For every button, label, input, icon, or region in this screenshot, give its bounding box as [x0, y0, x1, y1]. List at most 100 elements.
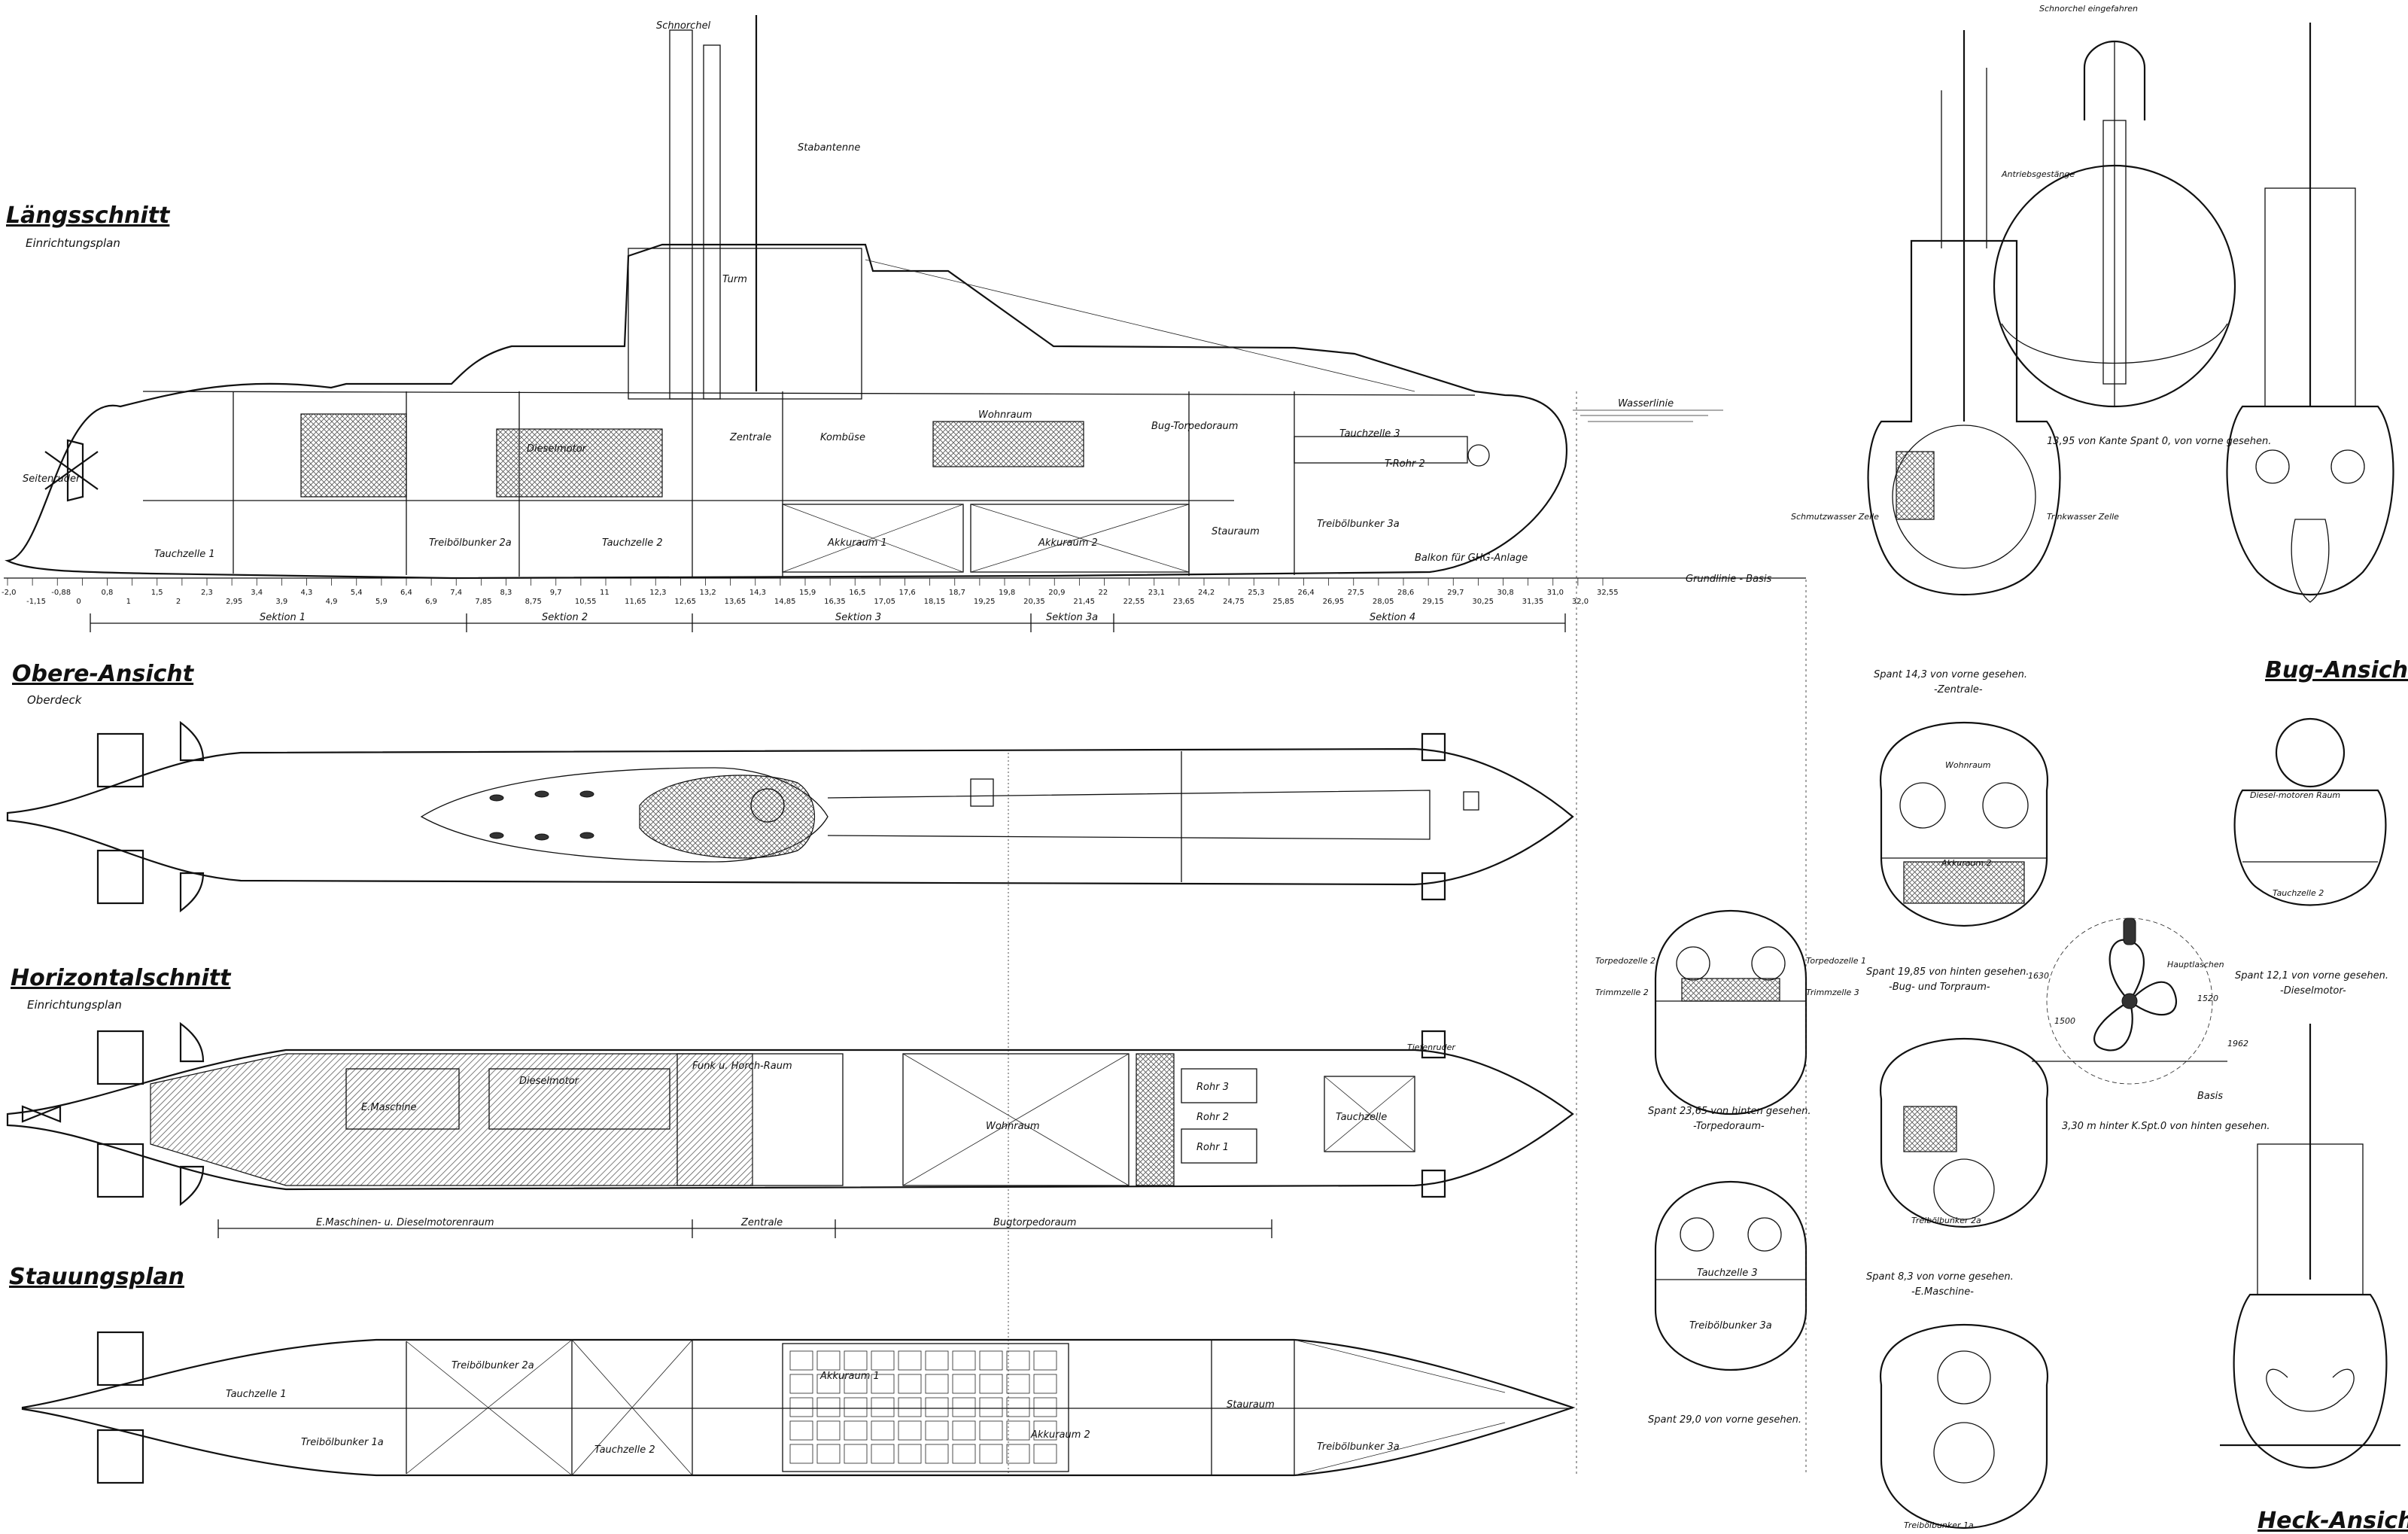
section-2: Sektion 2 — [542, 612, 588, 623]
section-3: Sektion 3 — [835, 612, 881, 623]
section-diesel: Diesel-motoren Raum Tauchzelle 2 Spant 1… — [2233, 717, 2388, 997]
label-dieselmotorenraum: Diesel-motoren Raum — [2250, 790, 2340, 800]
akku-cross-lines — [782, 504, 1190, 573]
label-tauchzelle-3: Tauchzelle 3 — [1339, 428, 1400, 440]
h-label-e-maschine: E.Maschine — [361, 1102, 417, 1113]
label-balkon: Balkon für GHG-Anlage — [1415, 552, 1528, 564]
heck-ansicht-title: Heck-Ansicht — [2258, 1508, 2408, 1534]
frame-tick-label: 14,3 — [749, 589, 766, 597]
frame-tick-label: 32,0 — [1572, 598, 1589, 606]
stauungsplan-title: Stauungsplan — [9, 1264, 184, 1290]
h-label-funk-horch: Funk u. Horch-Raum — [692, 1061, 792, 1072]
periscope-mast — [703, 44, 721, 400]
label-bug-torpedoraum: Bug-Torpedoraum — [1151, 421, 1238, 432]
label-basis: Basis — [2197, 1091, 2223, 1102]
battery-cell — [871, 1397, 895, 1417]
frame-tick-label: -1,15 — [26, 598, 46, 606]
frame-tick-label: 30,8 — [1497, 589, 1514, 597]
e-maschine-block — [300, 413, 407, 498]
frame-tick-label: -2,0 — [2, 589, 17, 597]
stowage-cross-lines — [406, 1339, 1506, 1476]
frame-tick-label: 1 — [126, 598, 131, 606]
h-label-wohnraum: Wohnraum — [986, 1121, 1040, 1132]
battery-cell — [979, 1397, 1003, 1417]
frame-tick-label: 20,35 — [1023, 598, 1045, 606]
battery-cell — [952, 1350, 976, 1371]
caption-spant-23-65: Spant 23,65 von hinten gesehen. — [1648, 1106, 1811, 1117]
label-tauchzelle-2-section: Tauchzelle 2 — [2273, 888, 2324, 898]
h-label-rohr-3: Rohr 3 — [1196, 1082, 1229, 1093]
caption-spant-8-3: Spant 8,3 von vorne gesehen. — [1866, 1271, 2014, 1283]
frame-tick-label: 28,05 — [1373, 598, 1394, 606]
s-label-treiboelbunker-3a: Treibölbunker 3a — [1317, 1441, 1400, 1453]
frame-tick-label: 2 — [176, 598, 181, 606]
frame-tick-label: 3,9 — [275, 598, 287, 606]
label-tauchzelle-1: Tauchzelle 1 — [154, 549, 215, 560]
frame-tick-label: 23,65 — [1173, 598, 1195, 606]
engine-room-hatching — [150, 1053, 753, 1186]
label-torpedozelle-1: Torpedozelle 1 — [1806, 956, 1866, 966]
frame-tick-label: 29,7 — [1447, 589, 1464, 597]
label-stabantenne: Stabantenne — [798, 142, 860, 154]
section-spant-13-95: Schnorchel eingefahren Antriebsgestänge … — [1993, 4, 2271, 447]
battery-cell — [898, 1420, 922, 1441]
h-stern-fins — [179, 1021, 205, 1207]
battery-cell — [844, 1374, 868, 1394]
upper-deck-line — [142, 391, 1476, 396]
battery-cell — [1006, 1444, 1030, 1464]
h-label-tiefenruder: Tiefenruder — [1407, 1042, 1456, 1052]
label-treiboelbunker-3a-section: Treibölbunker 3a — [1689, 1320, 1772, 1332]
h-bow-planes — [1421, 1030, 1446, 1198]
label-dieselmotor: Dieselmotor — [527, 443, 588, 455]
frame-tick-label: 21,45 — [1073, 598, 1095, 606]
top-hull — [6, 747, 1574, 886]
bow-planes — [1421, 732, 1446, 901]
h-label-rohr-2: Rohr 2 — [1196, 1112, 1229, 1123]
battery-cell — [1006, 1397, 1030, 1417]
battery-cell — [979, 1374, 1003, 1394]
battery-cell — [925, 1444, 949, 1464]
frame-tick-label: 26,4 — [1298, 589, 1315, 597]
label-tauchzelle-2: Tauchzelle 2 — [602, 537, 663, 549]
s-label-tauchzelle-2: Tauchzelle 2 — [594, 1444, 655, 1456]
caption-spant-12-1: Spant 12,1 von vorne gesehen. — [2235, 970, 2388, 982]
label-seitenruder: Seitenruder — [23, 473, 81, 485]
caption-spant-19-85-sub: -Bug- und Torpraum- — [1889, 982, 1990, 993]
obere-ansicht-title: Obere-Ansicht — [12, 661, 195, 687]
caption-spant-19-85: Spant 19,85 von hinten gesehen. — [1866, 966, 2029, 978]
h-label-tauchzelle: Tauchzelle — [1336, 1112, 1387, 1123]
frame-tick-label: 2,3 — [201, 589, 213, 597]
laengsschnitt-subtitle: Einrichtungsplan — [26, 236, 120, 250]
funk-horch-box — [676, 1053, 844, 1186]
frame-tick-label: 8,75 — [525, 598, 542, 606]
horizontalschnitt-view: Horizontalschnitt Einrichtungsplan E.Mas… — [6, 965, 1574, 1238]
battery-cell — [844, 1397, 868, 1417]
frame-tick-label: 7,4 — [450, 589, 462, 597]
section-spant-19-85: Spant 19,85 von hinten gesehen. -Bug- un… — [1866, 966, 2049, 1228]
label-trimmzelle-2: Trimmzelle 2 — [1595, 988, 1649, 997]
battery-cell — [871, 1374, 895, 1394]
frame-tick-label: 26,95 — [1323, 598, 1345, 606]
section-spant-8-3: Spant 8,3 von vorne gesehen. -E.Maschine… — [1866, 1271, 2049, 1530]
label-akkuraum-1: Akkuraum 1 — [827, 537, 887, 549]
frame-tick-label: 4,9 — [326, 598, 338, 606]
horizontalschnitt-title: Horizontalschnitt — [11, 965, 232, 991]
tube-3-box — [1181, 1068, 1257, 1103]
frame-tick-label: 32,55 — [1597, 589, 1619, 597]
propeller-front-view: Hauptlaschen Basis 3,30 m hinter K.Spt.0… — [2028, 918, 2270, 1132]
h-propeller-icon — [21, 1105, 62, 1123]
frame-tick-label: 19,8 — [999, 589, 1015, 597]
label-antriebsgestaenge: Antriebsgestänge — [2001, 169, 2075, 179]
frame-tick-label: 6,9 — [425, 598, 437, 606]
caption-spant-14-3: Spant 14,3 von vorne gesehen. — [1874, 669, 2027, 680]
battery-cell — [844, 1350, 868, 1371]
s-label-stauraum: Stauraum — [1227, 1399, 1275, 1411]
h-label-dieselmotor: Dieselmotor — [519, 1076, 580, 1087]
stowage-bulkheads — [406, 1340, 1295, 1475]
projection-lines — [1008, 391, 1807, 1475]
top-deck-strip — [827, 790, 1431, 840]
frame-scale: -2,0-1,15-0,8800,811,522,32,953,43,94,34… — [2, 578, 1619, 606]
battery-cell — [816, 1444, 841, 1464]
laengsschnitt-view: Längsschnitt Einrichtungsplan — [2, 15, 1806, 632]
